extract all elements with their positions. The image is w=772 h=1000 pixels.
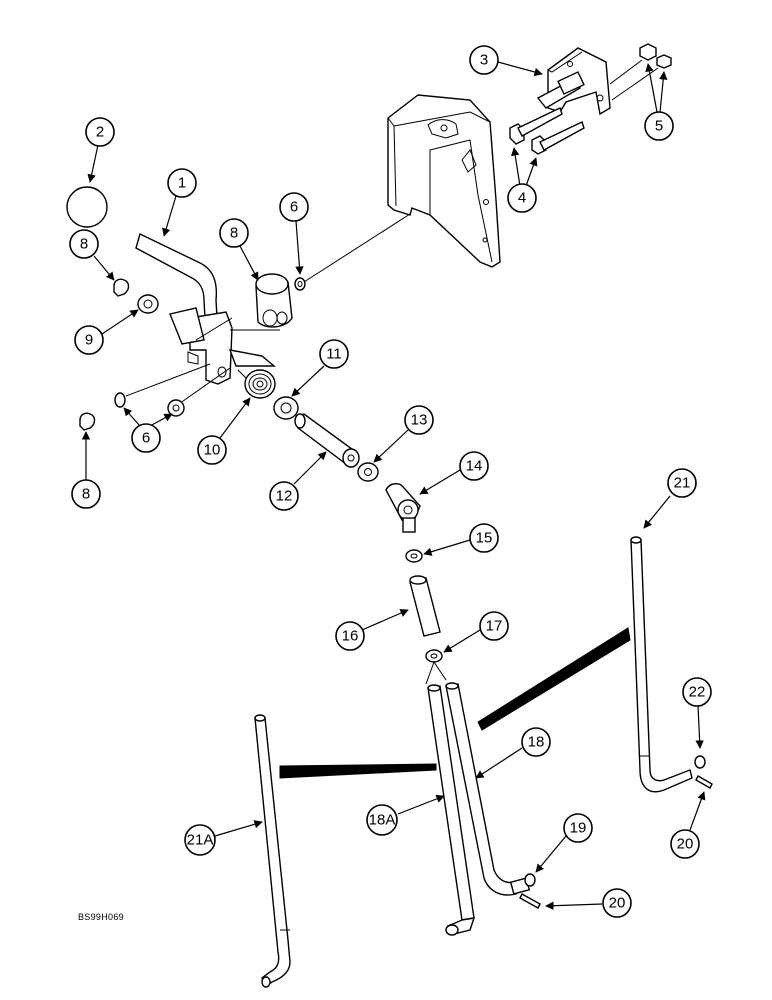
part-9-washer (137, 294, 159, 314)
callout-14-label: 14 (466, 458, 483, 475)
part-20-pin-upper (695, 775, 713, 789)
part-2-knob (66, 186, 108, 228)
callout-5-label: 5 (655, 118, 663, 135)
callout-6-lower: 6 (123, 407, 173, 453)
callout-2-label: 2 (96, 124, 104, 141)
part-10-spring (237, 369, 276, 399)
part-15-nut (405, 549, 423, 563)
callout-14: 14 (419, 451, 489, 495)
callout-6-upper-label: 6 (290, 199, 298, 216)
callout-13: 13 (373, 405, 434, 463)
part-12-pin (294, 413, 360, 468)
callout-22: 22 (682, 677, 712, 749)
part-21-rod-right (630, 536, 693, 793)
callout-10: 10 (197, 397, 251, 465)
part-16-coupler (409, 575, 441, 637)
callout-18a-label: 18A (369, 812, 396, 829)
part-19-washer (524, 873, 536, 887)
callout-17: 17 (443, 611, 509, 653)
callout-6-upper: 6 (279, 192, 309, 275)
association-bar-left (279, 763, 437, 779)
part-14-rod-end (385, 483, 421, 533)
callout-9: 9 (74, 309, 139, 355)
callout-1: 1 (162, 168, 197, 237)
callout-10-label: 10 (204, 442, 221, 459)
part-4-bolts (509, 107, 585, 155)
callout-7: 8 (219, 218, 259, 281)
part-18-18a-shift-rods (425, 661, 531, 936)
callout-19: 19 (535, 813, 593, 873)
callout-15: 15 (423, 523, 499, 556)
assembly-centerline (303, 213, 411, 283)
callout-17-label: 17 (486, 618, 503, 635)
callout-15-label: 15 (476, 530, 493, 547)
callout-6-lower-label: 6 (142, 430, 150, 447)
part-8-clip-lower (79, 412, 96, 431)
callout-21-label: 21 (674, 475, 691, 492)
callout-18a: 18A (366, 794, 445, 836)
callout-21a: 21A (184, 820, 263, 856)
part-5-nuts (609, 43, 672, 101)
part-3-detent-bracket (536, 47, 611, 116)
callout-8-upper-label: 8 (80, 236, 88, 253)
callout-20-upper: 20 (670, 791, 706, 859)
callout-12-label: 12 (276, 488, 293, 505)
part-6-washers-lower (114, 392, 185, 417)
callout-11-label: 11 (326, 346, 342, 363)
part-7-pivot-block (255, 273, 293, 328)
callout-19-label: 19 (570, 820, 587, 837)
association-bar-right (477, 627, 631, 731)
part-20-pin-lower (519, 893, 541, 909)
part-11-washer (273, 396, 299, 420)
part-6-washer-upper (294, 277, 306, 291)
mounting-bracket (387, 94, 501, 268)
callout-9-label: 9 (85, 332, 93, 349)
callout-7-label: 8 (230, 225, 238, 242)
drawing-code: BS99H069 (78, 912, 124, 922)
callout-18: 18 (475, 727, 551, 779)
callout-21: 21 (643, 468, 697, 529)
callout-16: 16 (335, 609, 409, 651)
callout-4-label: 4 (518, 190, 526, 207)
callout-21a-label: 21A (187, 832, 214, 849)
callout-20-lower: 20 (545, 888, 632, 918)
callout-3-label: 3 (480, 52, 488, 69)
callout-20-lower-label: 20 (609, 895, 626, 912)
callout-8-lower: 8 (71, 431, 101, 509)
part-22-clip (694, 755, 706, 769)
part-13-washer (357, 462, 379, 482)
callout-1-label: 1 (178, 175, 186, 192)
callout-12: 12 (269, 451, 327, 511)
callout-18-label: 18 (528, 734, 545, 751)
callout-22-label: 22 (689, 684, 706, 701)
callout-11: 11 (291, 339, 349, 397)
part-21a-rod-left (254, 714, 291, 988)
part-1-shift-lever (125, 233, 280, 407)
callout-16-label: 16 (342, 628, 359, 645)
callout-2: 2 (85, 117, 115, 183)
callout-13-label: 13 (411, 412, 428, 429)
callout-5: 5 (644, 63, 674, 141)
callout-8-lower-label: 8 (82, 486, 90, 503)
part-8-clip-upper (113, 278, 130, 297)
callout-8-upper: 8 (69, 229, 115, 281)
part-17-nut (425, 649, 443, 663)
callout-20-upper-label: 20 (677, 836, 694, 853)
callout-4: 4 (507, 147, 538, 213)
callout-3: 3 (469, 45, 543, 77)
